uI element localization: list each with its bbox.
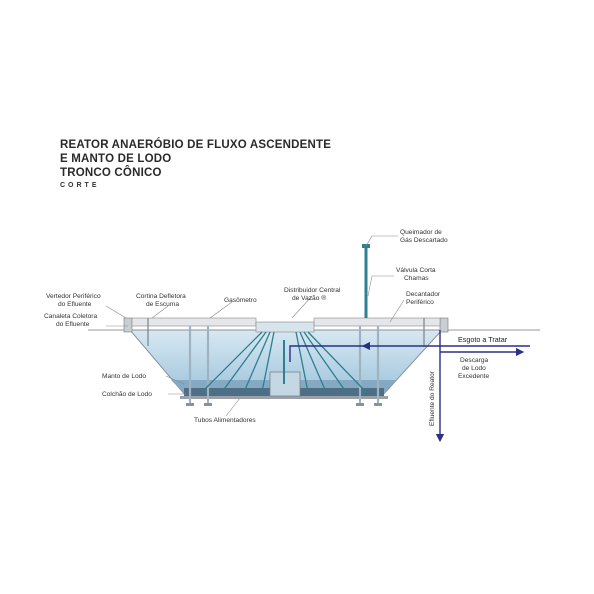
title-block: REATOR ANAERÓBIO DE FLUXO ASCENDENTE E M… — [60, 138, 331, 189]
leader-lines — [105, 235, 405, 417]
label-decantador-2: Periférico — [406, 299, 434, 306]
title-line-2: E MANTO DE LODO — [60, 153, 172, 165]
title-line-1: REATOR ANAERÓBIO DE FLUXO ASCENDENTE — [60, 139, 332, 151]
label-cortina-2: de Escuma — [146, 301, 179, 308]
label-manto: Manto de Lodo — [102, 373, 146, 380]
left-wall-top — [123, 317, 133, 333]
tubos-alimentadores — [201, 331, 367, 393]
label-distribuidor-1: Distribuidor Central — [284, 287, 341, 294]
label-valvula-2: Chamas — [404, 275, 429, 282]
label-colchao: Colchão de Lodo — [102, 391, 152, 398]
label-gasometro: Gasômetro — [224, 297, 257, 304]
label-canaleta-1: Canaleta Coletora — [44, 313, 97, 320]
label-cortina-1: Cortina Defletora — [136, 293, 186, 300]
bottom-slab — [180, 396, 388, 399]
label-queimador-1: Queimador de — [400, 229, 442, 236]
distribuidor-central — [255, 321, 315, 333]
gasometro-left — [131, 317, 257, 327]
subtitle: CORTE — [60, 182, 100, 189]
label-esgoto: Esgoto a Tratar — [458, 335, 508, 344]
gasometro-right — [313, 317, 441, 327]
label-valvula-1: Válvula Corta — [396, 267, 436, 274]
column-feet — [186, 403, 382, 406]
right-wall-top — [439, 317, 449, 333]
label-tubos: Tubos Alimentadores — [194, 417, 256, 424]
label-efluente: Efluente do Reator — [429, 370, 436, 426]
title-line-3: TRONCO CÔNICO — [60, 167, 162, 179]
label-descarga-1: Descarga — [460, 357, 489, 364]
label-vertedor-2: do Efluente — [58, 301, 92, 308]
label-distribuidor-2: de Vazão ® — [292, 294, 326, 302]
label-decantador-1: Decantador — [406, 291, 441, 298]
label-descarga-3: Excedente — [458, 373, 489, 380]
label-vertedor-1: Vertedor Periférico — [46, 293, 101, 300]
label-queimador-2: Gás Descartado — [400, 237, 448, 244]
label-descarga-2: de Lodo — [462, 365, 486, 372]
support-columns — [188, 326, 380, 404]
label-canaleta-2: do Efluente — [56, 321, 90, 328]
esgoto-to-distributor — [289, 345, 366, 362]
